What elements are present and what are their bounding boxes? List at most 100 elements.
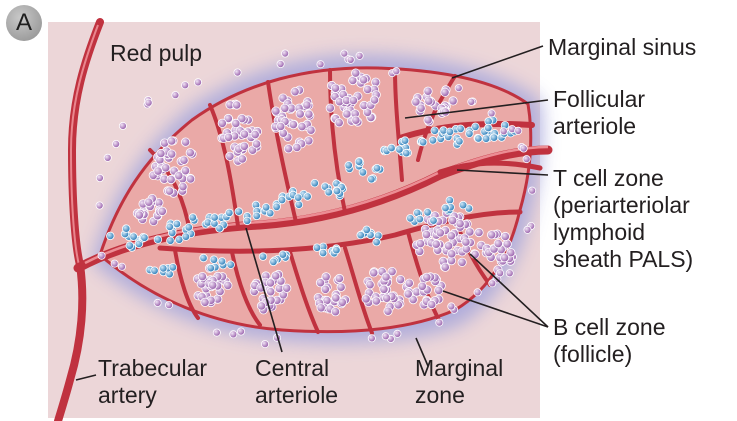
marginal-zone-cell: [474, 289, 481, 296]
b-cell: [186, 175, 194, 183]
b-cell: [449, 97, 457, 105]
b-cell: [305, 110, 313, 118]
t-cell: [207, 264, 215, 272]
t-cell-line-4: sheath PALS): [553, 246, 693, 273]
label-b-cell-zone: B cell zone (follicle): [553, 314, 666, 368]
label-red-pulp: Red pulp: [110, 40, 202, 67]
b-cell: [135, 211, 143, 219]
b-cell: [296, 110, 304, 118]
b-cell: [303, 101, 311, 109]
label-marginal-sinus: Marginal sinus: [548, 34, 696, 61]
b-cell: [458, 258, 466, 266]
marginal-zone-cell: [96, 202, 103, 209]
t-cell: [466, 130, 474, 138]
t-cell: [311, 179, 319, 187]
b-cell: [331, 308, 339, 316]
t-cell: [333, 246, 341, 254]
b-cell: [416, 239, 424, 247]
b-cell: [332, 294, 340, 302]
t-cell: [325, 188, 333, 196]
marginal-zone-cell: [194, 79, 201, 86]
marginal-zone-cell: [104, 154, 111, 161]
t-cell: [167, 237, 175, 245]
t-cell: [430, 217, 438, 225]
marginal-zone-cell: [496, 270, 503, 277]
b-cell: [372, 297, 380, 305]
marginal-zone-cell: [145, 99, 152, 106]
b-cell: [240, 142, 248, 150]
t-cell-line-3: lymphoid: [553, 219, 693, 246]
b-cell: [167, 175, 175, 183]
t-cell: [294, 194, 302, 202]
b-cell: [424, 87, 432, 95]
follicular-line-2: arteriole: [553, 113, 645, 140]
t-cell: [333, 187, 341, 195]
marginal-zone-cell: [118, 263, 125, 270]
marginal-zone-cell: [154, 299, 161, 306]
b-cell: [168, 137, 176, 145]
b-cell: [326, 104, 334, 112]
b-cell: [252, 140, 260, 148]
b-cell: [317, 304, 325, 312]
b-cell: [154, 167, 162, 175]
b-cell: [448, 216, 456, 224]
t-cell: [182, 233, 190, 241]
marginal-zone-cell: [347, 56, 354, 63]
t-cell: [227, 261, 235, 269]
b-cell: [441, 88, 449, 96]
t-cell: [431, 127, 439, 135]
b-cell: [487, 231, 495, 239]
marginal-zone-cell: [230, 331, 237, 338]
t-cell: [475, 135, 483, 143]
b-cell: [331, 84, 339, 92]
marginal-zone-cell: [237, 328, 244, 335]
marginal-zone-cell: [98, 252, 105, 259]
t-cell: [151, 267, 159, 275]
b-cell: [363, 85, 371, 93]
t-cell: [262, 204, 270, 212]
t-cell: [295, 201, 303, 209]
follicular-line-1: Follicular: [553, 86, 645, 113]
b-cell: [337, 283, 345, 291]
b-cell: [370, 96, 378, 104]
b-cell: [179, 183, 187, 191]
t-cell: [243, 217, 251, 225]
t-cell-line-1: T cell zone: [553, 165, 693, 192]
b-cell: [224, 281, 232, 289]
t-cell: [122, 225, 130, 233]
b-cell: [359, 76, 367, 84]
b-cell: [335, 119, 343, 127]
b-cell: [298, 122, 306, 130]
marginal-zone-cell: [119, 122, 126, 129]
t-cell: [416, 215, 424, 223]
t-cell: [401, 137, 409, 145]
b-cell: [441, 263, 449, 271]
b-cell: [448, 250, 456, 258]
b-cell: [277, 122, 285, 130]
marginal-zone-cell: [282, 50, 289, 57]
t-cell: [472, 123, 480, 131]
b-cell: [432, 240, 440, 248]
marginal-zone-cell: [261, 341, 268, 348]
t-cell: [407, 215, 415, 223]
b-cell: [266, 279, 274, 287]
label-t-cell-zone: T cell zone (periarteriolar lymphoid she…: [553, 165, 693, 273]
marginal-zone-cell: [506, 270, 513, 277]
t-cell: [424, 209, 432, 217]
t-cell: [419, 138, 427, 146]
b-cell: [428, 300, 436, 308]
b-cell: [322, 273, 330, 281]
trabecular-line-1: Trabecular: [98, 355, 207, 382]
b-cell: [281, 104, 289, 112]
b-cell: [418, 282, 426, 290]
marginal-zone-cell: [436, 319, 443, 326]
t-cell: [253, 212, 261, 220]
central-line-2: arteriole: [255, 382, 338, 409]
label-marginal-zone: Marginal zone: [415, 355, 503, 409]
t-cell: [355, 158, 363, 166]
b-cell: [444, 242, 452, 250]
marginal-zone-cell: [523, 156, 530, 163]
t-cell: [226, 209, 234, 217]
t-cell: [357, 231, 365, 239]
b-cell: [501, 232, 509, 240]
